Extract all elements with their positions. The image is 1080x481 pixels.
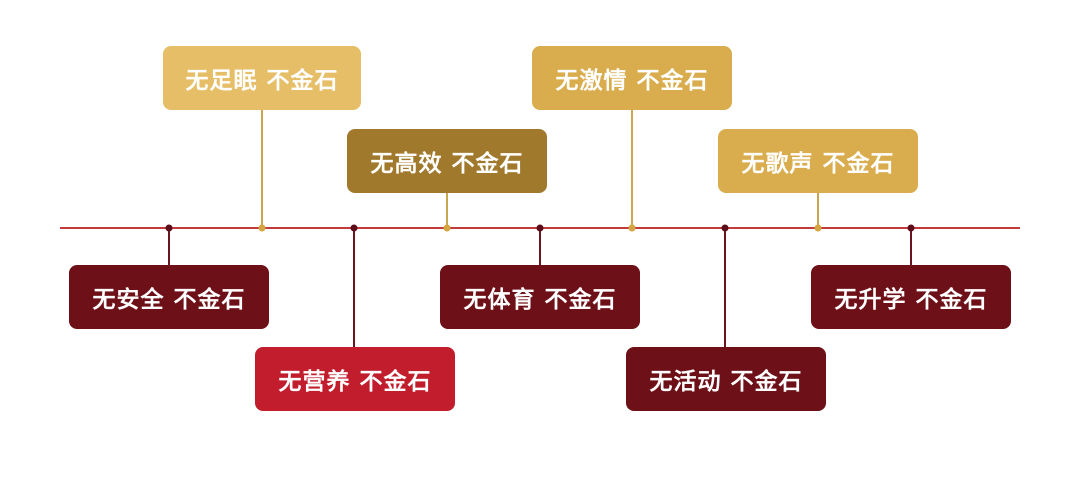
timeline-box-bottom: 无体育 不金石 (440, 265, 640, 329)
timeline-box-bottom: 无升学 不金石 (811, 265, 1011, 329)
timeline-box-bottom: 无活动 不金石 (626, 347, 826, 411)
connector-top-4 (817, 192, 819, 228)
timeline-box-bottom: 无营养 不金石 (255, 347, 455, 411)
timeline-box-top: 无足眠 不金石 (163, 46, 361, 110)
timeline-box-top: 无高效 不金石 (347, 129, 547, 193)
timeline-dot (536, 224, 544, 232)
connector-top-2 (446, 192, 448, 228)
connector-bottom-4 (724, 228, 726, 348)
connector-bottom-1 (168, 228, 170, 266)
connector-bottom-2 (353, 228, 355, 348)
timeline-dot (721, 224, 729, 232)
connector-bottom-3 (539, 228, 541, 266)
connector-top-3 (631, 110, 633, 228)
timeline-box-top: 无歌声 不金石 (718, 129, 918, 193)
connector-bottom-5 (910, 228, 912, 266)
timeline-box-top: 无激情 不金石 (532, 46, 732, 110)
timeline-dot (628, 224, 636, 232)
timeline-dot (814, 224, 822, 232)
timeline-dot (350, 224, 358, 232)
connector-top-1 (261, 110, 263, 228)
timeline-dot (443, 224, 451, 232)
timeline-dot (258, 224, 266, 232)
timeline-box-bottom: 无安全 不金石 (69, 265, 269, 329)
timeline-dot (907, 224, 915, 232)
timeline-dot (165, 224, 173, 232)
